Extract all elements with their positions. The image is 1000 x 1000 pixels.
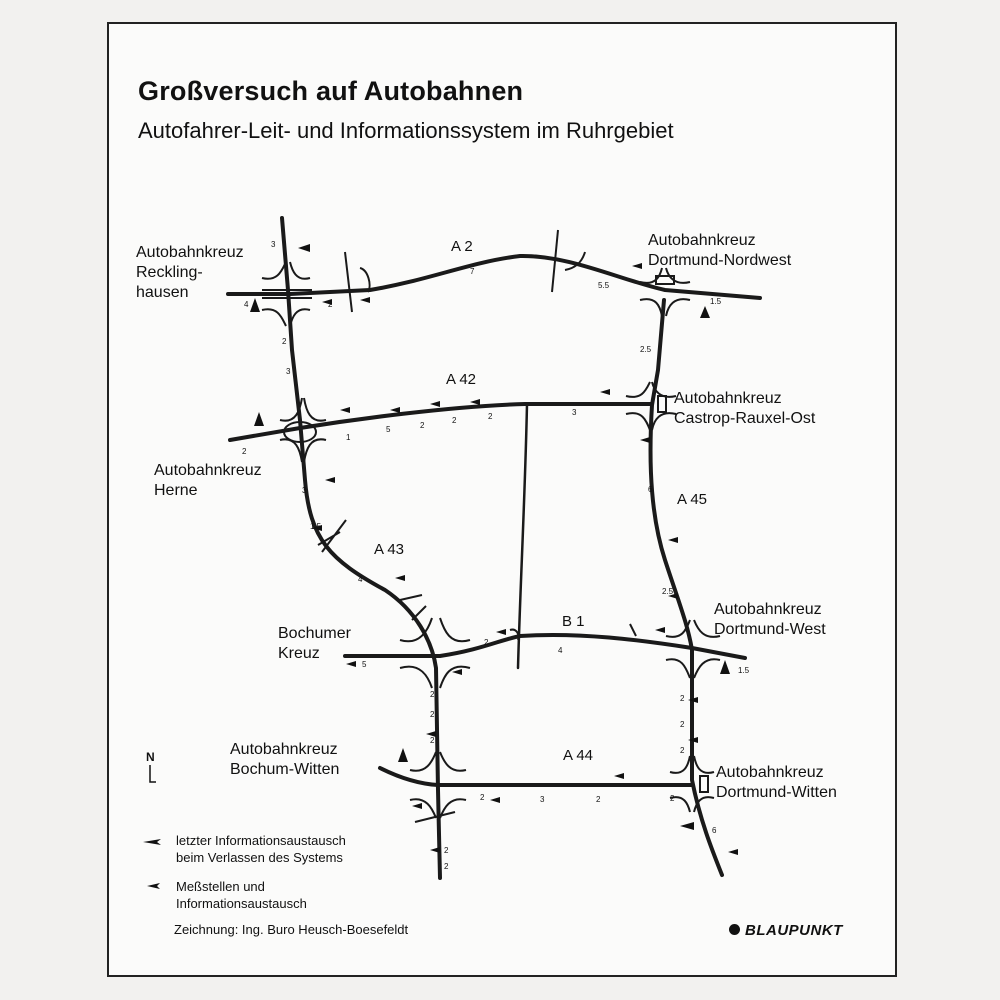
- distance-label: 1.5: [710, 297, 722, 306]
- distance-label: 2: [242, 447, 247, 456]
- a2-road: [226, 253, 762, 300]
- road-label-b1: B 1: [562, 613, 585, 630]
- distance-label: 3: [286, 367, 291, 376]
- distance-label: 1.5: [310, 522, 322, 531]
- north-arrow: [149, 765, 156, 783]
- distance-label: 1.5: [738, 666, 750, 675]
- road-label-a43: A 43: [374, 541, 405, 558]
- distance-label: 2.5: [662, 587, 674, 596]
- distance-label: 2: [430, 736, 435, 745]
- distance-label: 3: [540, 795, 545, 804]
- distance-label: 3: [302, 486, 307, 495]
- distance-label: 4: [244, 300, 249, 309]
- road-label-a45: A 45: [677, 491, 708, 508]
- legend-symbols: [143, 839, 161, 889]
- b1-road: [343, 632, 747, 660]
- interchange-dortmund-west-symbol: [665, 619, 721, 679]
- distance-label: 2: [452, 416, 457, 425]
- connector-road: [516, 402, 529, 670]
- distance-label: 4: [358, 575, 363, 584]
- distance-label: 6: [712, 826, 717, 835]
- road-label-a42: A 42: [446, 371, 477, 388]
- distance-label: 3: [271, 240, 276, 249]
- measurement-markers: [250, 244, 738, 855]
- blaupunkt-logo-dot: [729, 924, 740, 935]
- interchange-castrop-rauxel-symbol: [625, 381, 677, 431]
- distance-label: 2: [680, 746, 685, 755]
- map-title: Großversuch auf Autobahnen: [138, 76, 524, 106]
- drawing-credit: Zeichnung: Ing. Buro Heusch-Boesefeldt: [174, 922, 409, 937]
- interchange-recklinghausen-symbol: [261, 261, 312, 327]
- distance-label: 2: [420, 421, 425, 430]
- a43-road: [280, 216, 442, 880]
- distance-label: 2: [444, 846, 449, 855]
- distance-label: 2: [680, 694, 685, 703]
- distance-label: 5: [386, 425, 391, 434]
- map-subtitle: Autofahrer-Leit- und Informationssystem …: [138, 118, 674, 143]
- interchange-herne-symbol: [279, 397, 327, 463]
- distance-label: 3: [572, 408, 577, 417]
- distance-label: 5.5: [598, 281, 610, 290]
- distance-label: 7: [470, 267, 475, 276]
- distance-label: 2: [680, 720, 685, 729]
- distance-label: 6: [648, 485, 653, 494]
- interchange-dortmund-nordwest-symbol: [639, 267, 691, 317]
- distance-label: 2: [282, 337, 287, 346]
- interchange-bochumer-kreuz-symbol: [399, 594, 471, 689]
- distance-label: 2: [430, 710, 435, 719]
- distance-label: 2: [328, 300, 333, 309]
- blaupunkt-logo: BLAUPUNKT: [745, 922, 843, 939]
- interchange-dortmund-witten-symbol: [669, 755, 715, 813]
- distance-label: 2: [444, 862, 449, 871]
- road-label-a44: A 44: [563, 747, 594, 764]
- road-label-a2: A 2: [451, 238, 473, 255]
- distance-label: 2: [670, 794, 675, 803]
- map-frame: [107, 22, 897, 977]
- distance-label: 5: [362, 660, 367, 669]
- distance-label: 2: [480, 793, 485, 802]
- distance-label: 2: [430, 690, 435, 699]
- distance-label: 2: [488, 412, 493, 421]
- distance-label: 4: [558, 646, 563, 655]
- distance-label: 2: [484, 638, 489, 647]
- distance-label: 1: [346, 433, 351, 442]
- north-label: N: [146, 750, 155, 764]
- a44-road: [378, 766, 694, 787]
- distance-label: 2.5: [640, 345, 652, 354]
- distance-label: 2: [596, 795, 601, 804]
- interchange-bochum-witten-symbol: [409, 751, 467, 823]
